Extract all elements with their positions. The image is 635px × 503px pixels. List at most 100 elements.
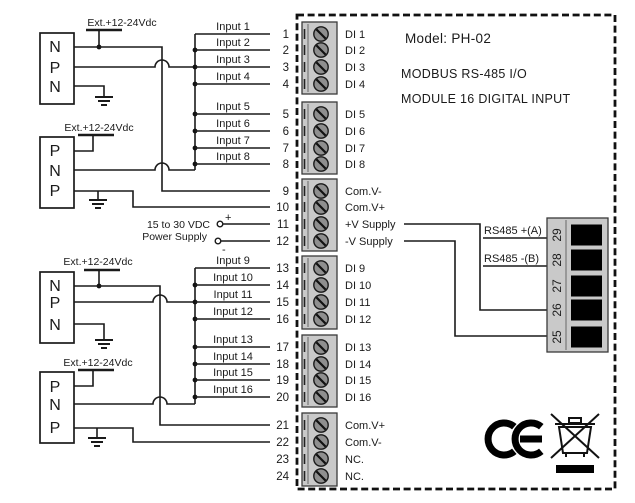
ground-icon xyxy=(95,339,113,349)
terminal-number: 15 xyxy=(276,297,289,309)
wire xyxy=(74,370,94,387)
input-label: Input 1 xyxy=(216,21,250,33)
rs485-section: RS485 +(A) RS485 -(B) 29 28 27 26 25 xyxy=(404,217,609,353)
v-supply-minus-wire xyxy=(404,240,547,337)
minus-sign: - xyxy=(222,244,226,256)
terminal-label: DI 7 xyxy=(345,143,365,155)
ground-icon xyxy=(88,437,106,447)
terminal-label: DI 12 xyxy=(345,314,371,326)
input-label: Input 13 xyxy=(213,334,253,346)
power-supply-label-1: 15 to 30 VDC xyxy=(147,219,210,231)
terminal-number: 9 xyxy=(283,186,289,198)
input-label: Input 2 xyxy=(216,37,250,49)
input-label: Input 11 xyxy=(214,289,253,301)
terminal-label: DI 16 xyxy=(345,392,371,404)
terminal-number: 14 xyxy=(276,280,289,292)
pin-letter: P xyxy=(50,143,61,160)
sensor-group-1: Ext.+12-24Vdc N P N xyxy=(39,17,270,192)
terminal-label: Com.V+ xyxy=(345,420,385,432)
screw-icon xyxy=(303,156,329,172)
terminal-label: Com.V- xyxy=(345,186,382,198)
input-label: Input 7 xyxy=(216,135,250,147)
ext-supply-label: Ext.+12-24Vdc xyxy=(64,122,133,134)
npn-sensor-box xyxy=(39,271,75,344)
terminal-label: +V Supply xyxy=(345,219,396,231)
ext-supply-label: Ext.+12-24Vdc xyxy=(63,357,132,369)
weee-bin-icon xyxy=(550,413,600,473)
rs485-terminal-27 xyxy=(571,275,602,297)
terminal-label: DI 10 xyxy=(345,280,371,292)
terminal-label: DI 4 xyxy=(345,79,365,91)
wire-to-com-v-minus xyxy=(74,427,270,443)
screw-icon xyxy=(303,123,329,139)
terminal-labels: DI 1 DI 2 DI 3 DI 4 DI 5 DI 6 DI 7 DI 8 … xyxy=(345,29,396,483)
input-wires xyxy=(195,33,270,398)
screw-icon xyxy=(303,76,329,92)
pin-letter: N xyxy=(49,39,61,56)
terminal-number: 5 xyxy=(283,109,289,121)
rs485-a-label: RS485 +(A) xyxy=(484,225,542,237)
rs485-terminal-number: 25 xyxy=(550,330,564,344)
input-label: Input 10 xyxy=(213,272,253,284)
screw-icon xyxy=(303,389,329,405)
rs485-terminal-29 xyxy=(571,224,602,246)
ground-icon xyxy=(89,199,107,209)
screw-icon xyxy=(303,59,329,75)
screw-icon xyxy=(303,417,329,433)
ext-supply-label: Ext.+12-24Vdc xyxy=(87,17,156,29)
rs485-b-label: RS485 -(B) xyxy=(484,253,539,265)
terminal-number: 18 xyxy=(276,359,289,371)
terminal-number: 16 xyxy=(276,314,289,326)
terminal-number: 23 xyxy=(276,454,289,466)
wire-with-hop xyxy=(74,396,195,405)
terminal-label: DI 6 xyxy=(345,126,365,138)
terminal-number: 2 xyxy=(283,45,289,57)
terminal-label: DI 9 xyxy=(345,263,365,275)
terminal-number: 13 xyxy=(276,263,289,275)
terminal-number: 6 xyxy=(283,126,289,138)
pin-letter: N xyxy=(49,397,61,414)
module-subtitle-1: MODBUS RS-485 I/O xyxy=(401,67,527,81)
terminal-number: 8 xyxy=(283,159,289,171)
terminal-number: 10 xyxy=(276,202,289,214)
pin-letter: P xyxy=(50,379,61,396)
terminal-label: DI 1 xyxy=(345,29,365,41)
wire xyxy=(74,323,105,339)
terminal-label: DI 15 xyxy=(345,375,371,387)
screw-icon xyxy=(303,277,329,293)
plus-terminal-icon xyxy=(216,220,224,228)
terminal-label: Com.V- xyxy=(345,437,382,449)
input-label: Input 4 xyxy=(216,71,250,83)
wire-to-com-v-minus xyxy=(74,46,270,192)
terminal-label: DI 3 xyxy=(345,62,365,74)
screw-icon xyxy=(303,339,329,355)
screw-icon xyxy=(303,233,329,249)
input-label: Input 5 xyxy=(216,101,250,113)
power-supply-label-2: Power Supply xyxy=(142,231,208,243)
wire xyxy=(74,85,105,96)
wire-with-hop xyxy=(74,294,195,303)
screw-icon xyxy=(303,434,329,450)
terminal-number: 4 xyxy=(283,79,290,91)
screw-icon xyxy=(303,468,329,484)
wire-with-hop xyxy=(74,59,195,68)
pin-letter: P xyxy=(50,420,61,437)
pnp-sensor-box xyxy=(39,136,75,209)
terminal-label: DI 5 xyxy=(345,109,365,121)
terminal-number: 12 xyxy=(276,236,289,248)
screw-icon xyxy=(303,451,329,467)
terminal-label: DI 2 xyxy=(345,45,365,57)
screw-icon xyxy=(303,372,329,388)
plus-sign: + xyxy=(225,212,231,224)
input-label: Input 14 xyxy=(213,351,253,363)
terminal-label: DI 14 xyxy=(345,359,371,371)
sensor-group-3: Ext.+12-24Vdc N P N xyxy=(39,256,270,426)
input-label: Input 12 xyxy=(213,306,253,318)
terminal-label: NC. xyxy=(345,454,364,466)
rs485-terminal-number: 26 xyxy=(550,303,564,317)
rs485-terminal-26 xyxy=(571,299,602,321)
rs485-terminal-25 xyxy=(571,326,602,348)
wire xyxy=(74,135,94,152)
